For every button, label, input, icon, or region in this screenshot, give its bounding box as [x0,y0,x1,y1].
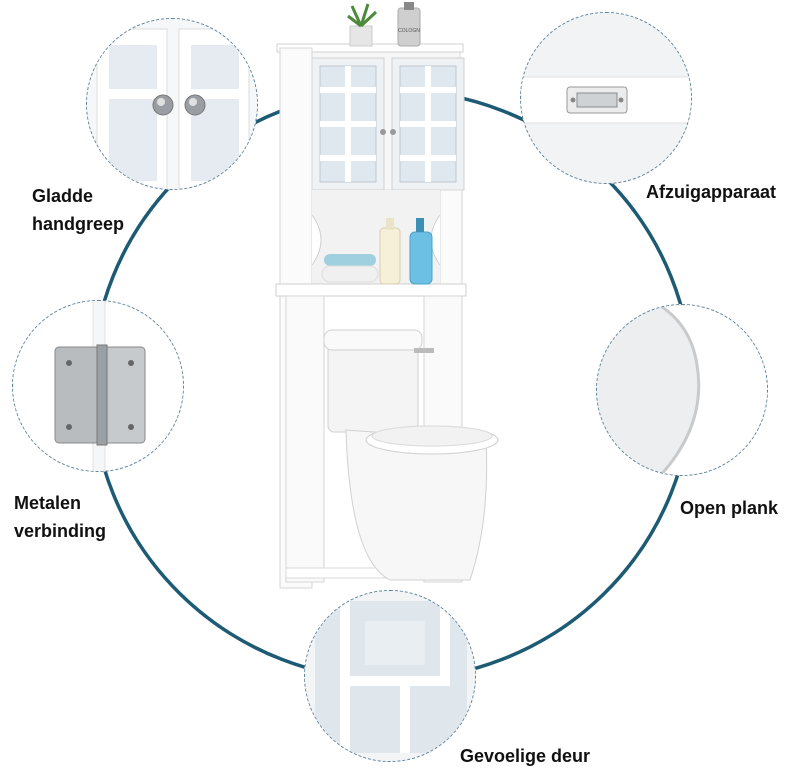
label-magnetic-catch: Afzuigapparaat [646,182,777,202]
hinge-plate-left [54,346,100,444]
toilet [323,329,499,581]
label-metal-hinge: Metalen verbinding [14,493,107,541]
callout-open-shelf [596,304,768,476]
callout-door [304,590,476,762]
label-sensitive-door: Gevoelige deur [460,746,591,766]
label-open-shelf: Open plank [680,498,779,518]
callout-metal-hinge [12,300,184,472]
label-smooth-handle: Gladde handgreep [32,186,125,234]
bathroom-cabinet: COLOGN [275,2,467,589]
hinge-plate-right [100,346,146,444]
callout-handle [86,18,258,190]
svg-text:COLOGN: COLOGN [398,28,420,34]
callout-magnetic-catch [520,12,692,184]
